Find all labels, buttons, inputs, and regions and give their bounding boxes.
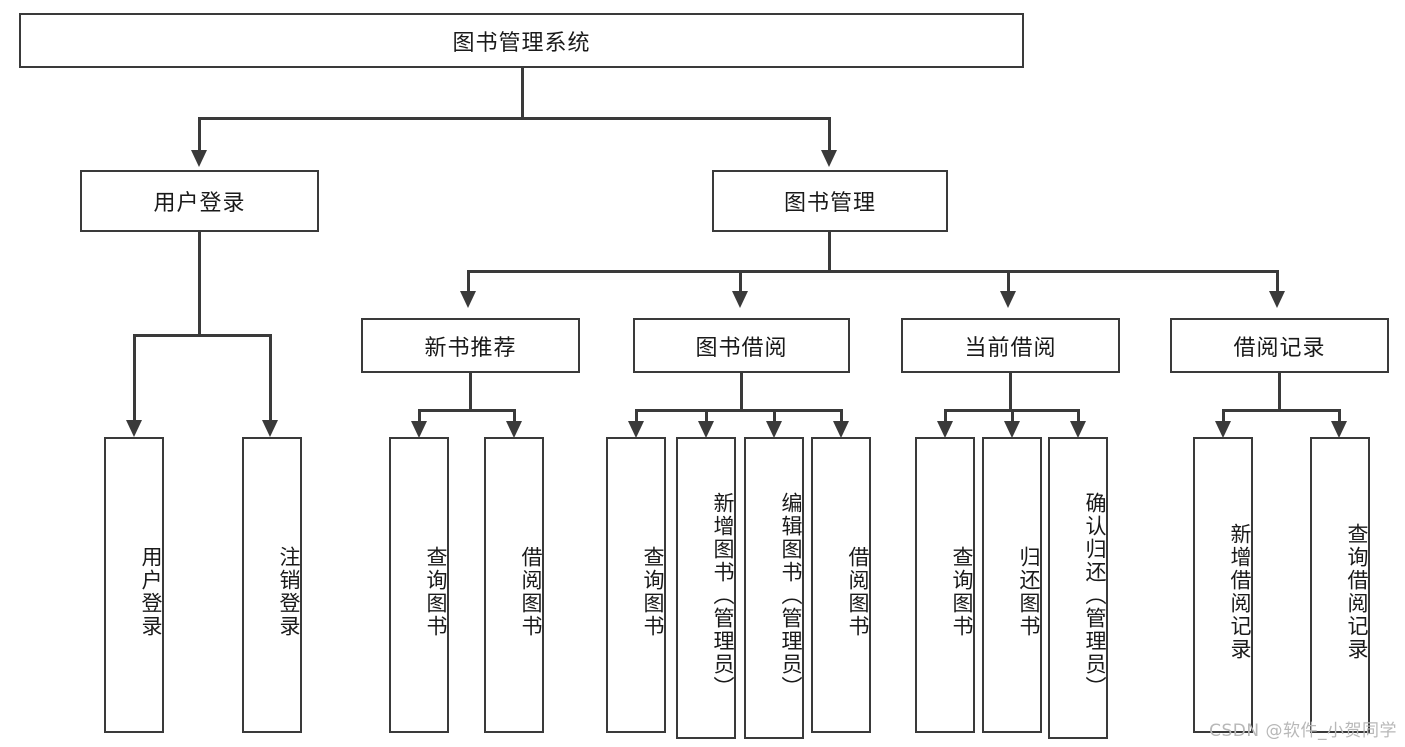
node-bookmgmt-label: 图书管理: [783, 191, 876, 216]
node-leaf-borrow-2-label: 新增图书（管理员）: [711, 491, 735, 699]
arrowhead-records-leaf-1: [1215, 421, 1231, 438]
edge-current-stem: [1009, 373, 1012, 410]
edge-login-drop-1: [133, 334, 136, 422]
edge-borrow-stem: [740, 373, 743, 410]
edge-current-drop-2: [1011, 409, 1014, 423]
edge-bookmgmt-drop-1: [467, 270, 470, 293]
arrowhead-bookmgmt-child-3: [1000, 291, 1016, 308]
node-records-label: 借阅记录: [1233, 335, 1326, 361]
edge-root-to-login: [198, 117, 201, 152]
node-leaf-login-2-label: 注销登录: [277, 546, 301, 638]
node-leaf-borrow-1-label: 查询图书: [641, 546, 665, 638]
edge-borrow-drop-4: [840, 409, 843, 423]
arrowhead-root-to-login: [191, 150, 207, 167]
node-newbook-label: 新书推荐: [424, 335, 517, 361]
arrowhead-current-leaf-2: [1004, 421, 1020, 438]
edge-bookmgmt-bus: [467, 270, 1279, 273]
edge-newbook-bus: [418, 409, 516, 412]
edge-root-bus: [198, 117, 830, 120]
node-root[interactable]: 图书管理系统: [19, 13, 1024, 68]
node-leaf-current-3[interactable]: 确认归还（管理员）: [1048, 437, 1108, 739]
arrowhead-bookmgmt-child-1: [460, 291, 476, 308]
node-leaf-newbook-1[interactable]: 查询图书: [389, 437, 449, 733]
node-current-label: 当前借阅: [964, 335, 1057, 361]
edge-bookmgmt-drop-2: [739, 270, 742, 293]
node-leaf-records-2-label: 查询借阅记录: [1345, 523, 1369, 661]
edge-borrow-drop-3: [773, 409, 776, 423]
arrowhead-login-leaf-1: [126, 420, 142, 437]
node-leaf-borrow-1[interactable]: 查询图书: [606, 437, 666, 733]
node-current[interactable]: 当前借阅: [901, 318, 1120, 373]
edge-newbook-drop-2: [513, 409, 516, 423]
edge-current-drop-3: [1077, 409, 1080, 423]
edge-login-drop-2: [269, 334, 272, 422]
edge-newbook-drop-1: [418, 409, 421, 423]
arrowhead-bookmgmt-child-4: [1269, 291, 1285, 308]
edge-current-drop-1: [944, 409, 947, 423]
node-borrow[interactable]: 图书借阅: [633, 318, 850, 373]
node-leaf-borrow-3[interactable]: 编辑图书（管理员）: [744, 437, 804, 739]
edge-borrow-bus: [635, 409, 842, 412]
edge-bookmgmt-drop-4: [1276, 270, 1279, 293]
edge-bookmgmt-drop-3: [1007, 270, 1010, 293]
edge-root-to-bookmgmt: [828, 117, 831, 152]
node-leaf-login-1-label: 用户登录: [139, 546, 163, 638]
arrowhead-login-leaf-2: [262, 420, 278, 437]
node-login[interactable]: 用户登录: [80, 170, 319, 232]
node-leaf-newbook-2-label: 借阅图书: [519, 546, 543, 638]
node-leaf-current-2-label: 归还图书: [1017, 546, 1041, 638]
node-leaf-records-2[interactable]: 查询借阅记录: [1310, 437, 1370, 733]
edge-records-drop-1: [1222, 409, 1225, 423]
arrowhead-borrow-leaf-2: [698, 421, 714, 438]
node-leaf-borrow-4-label: 借阅图书: [846, 546, 870, 638]
edge-records-bus: [1222, 409, 1341, 412]
node-bookmgmt[interactable]: 图书管理: [712, 170, 948, 232]
edge-bookmgmt-stem: [828, 232, 831, 271]
node-borrow-label: 图书借阅: [695, 335, 788, 361]
arrowhead-borrow-leaf-3: [766, 421, 782, 438]
arrowhead-current-leaf-3: [1070, 421, 1086, 438]
node-leaf-borrow-2[interactable]: 新增图书（管理员）: [676, 437, 736, 739]
arrowhead-current-leaf-1: [937, 421, 953, 438]
node-login-label: 用户登录: [153, 191, 246, 216]
node-leaf-newbook-2[interactable]: 借阅图书: [484, 437, 544, 733]
node-leaf-records-1-label: 新增借阅记录: [1228, 523, 1252, 661]
node-root-label: 图书管理系统: [452, 30, 591, 56]
edge-records-stem: [1278, 373, 1281, 410]
arrowhead-records-leaf-2: [1331, 421, 1347, 438]
edge-root-stem: [521, 68, 524, 118]
node-leaf-login-2[interactable]: 注销登录: [242, 437, 302, 733]
node-leaf-newbook-1-label: 查询图书: [424, 546, 448, 638]
node-newbook[interactable]: 新书推荐: [361, 318, 580, 373]
node-records[interactable]: 借阅记录: [1170, 318, 1389, 373]
edge-records-drop-2: [1338, 409, 1341, 423]
node-leaf-login-1[interactable]: 用户登录: [104, 437, 164, 733]
edge-borrow-drop-2: [705, 409, 708, 423]
node-leaf-current-1-label: 查询图书: [950, 546, 974, 638]
arrowhead-newbook-leaf-2: [506, 421, 522, 438]
edge-login-bus: [133, 334, 272, 337]
node-leaf-records-1[interactable]: 新增借阅记录: [1193, 437, 1253, 733]
edge-borrow-drop-1: [635, 409, 638, 423]
edge-newbook-stem: [469, 373, 472, 410]
arrowhead-borrow-leaf-4: [833, 421, 849, 438]
arrowhead-bookmgmt-child-2: [732, 291, 748, 308]
csdn-watermark: CSDN @软件_小贺同学: [1209, 721, 1397, 741]
edge-login-stem: [198, 232, 201, 335]
node-leaf-current-1[interactable]: 查询图书: [915, 437, 975, 733]
node-leaf-current-3-label: 确认归还（管理员）: [1083, 491, 1107, 699]
node-leaf-borrow-3-label: 编辑图书（管理员）: [779, 491, 803, 699]
arrowhead-newbook-leaf-1: [411, 421, 427, 438]
node-leaf-current-2[interactable]: 归还图书: [982, 437, 1042, 733]
arrowhead-borrow-leaf-1: [628, 421, 644, 438]
node-leaf-borrow-4[interactable]: 借阅图书: [811, 437, 871, 733]
arrowhead-root-to-bookmgmt: [821, 150, 837, 167]
